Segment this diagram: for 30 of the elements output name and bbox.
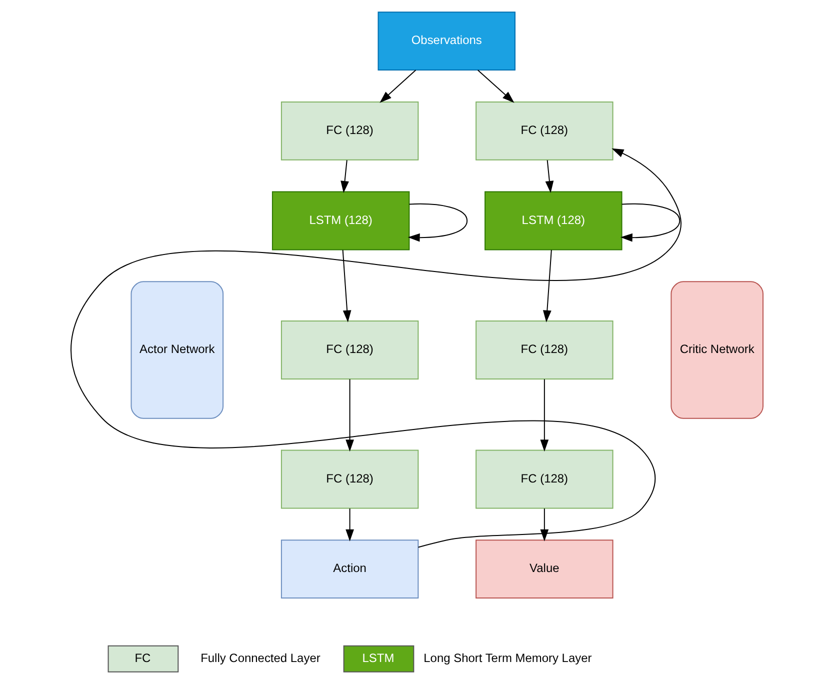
arrow: [540, 508, 548, 542]
node-box: Critic Network: [670, 281, 763, 419]
node-box: FC (128): [475, 101, 613, 160]
node-box: FC (128): [280, 320, 418, 380]
arrow: [345, 378, 354, 452]
arrow: [70, 148, 681, 548]
legend-label: Fully Connected Layer: [200, 651, 320, 665]
node-box: FC (128): [475, 450, 613, 509]
node-box: LSTM (128): [271, 191, 410, 250]
arrow: [544, 160, 554, 194]
arrow: [540, 378, 548, 452]
arrow: [379, 70, 416, 103]
arrow: [340, 160, 348, 194]
arrow: [342, 250, 351, 322]
label: LSTM: [362, 651, 394, 665]
node-box: Value: [475, 540, 613, 599]
node-box: Observations: [377, 12, 515, 71]
node-box: FC (128): [280, 450, 418, 509]
node-box: FC (128): [280, 101, 418, 160]
label: FC: [134, 651, 150, 665]
arrow: [407, 203, 468, 242]
node-box: FC (128): [475, 320, 613, 380]
arrow: [345, 508, 354, 542]
arrow: [476, 70, 514, 103]
arrow: [542, 250, 552, 322]
node-box: Action: [280, 540, 418, 599]
node-box: Actor Network: [130, 281, 224, 419]
arrow: [620, 203, 680, 242]
legend-label: Long Short Term Memory Layer: [423, 651, 592, 665]
node-box: LSTM (128): [484, 191, 622, 250]
